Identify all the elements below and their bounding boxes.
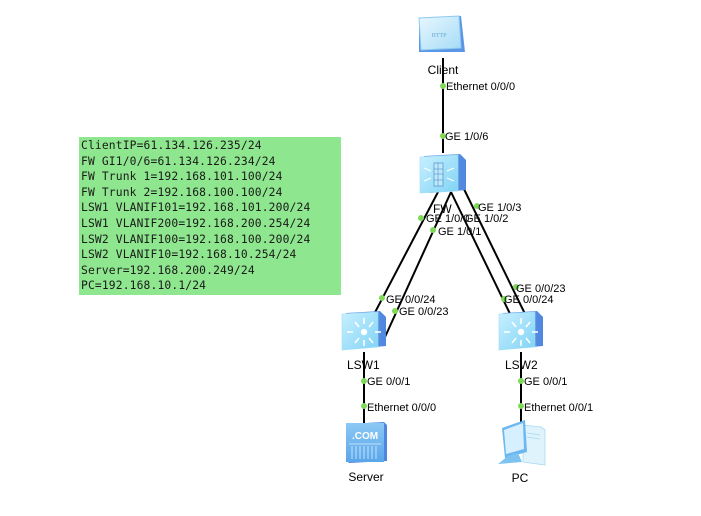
port-fw-ge100[interactable]: GE 1/0/0 <box>418 213 469 225</box>
info-line: LSW2 VLANIF100=192.168.100.200/24 <box>81 232 311 246</box>
lsw1-device[interactable]: LSW1 <box>341 311 386 372</box>
info-line: PC=192.168.10.1/24 <box>81 279 207 293</box>
svg-text:Ethernet 0/0/0: Ethernet 0/0/0 <box>446 81 515 93</box>
pc-device[interactable]: PC <box>498 420 546 485</box>
links <box>363 58 529 426</box>
svg-text:GE 0/0/1: GE 0/0/1 <box>524 376 567 388</box>
info-line: Server=192.168.200.249/24 <box>81 263 255 277</box>
port-server-eth[interactable]: Ethernet 0/0/0 <box>361 402 436 414</box>
info-line: LSW2 VLANIF10=192.168.10.254/24 <box>81 248 297 262</box>
info-line: FW Trunk 2=192.168.100.100/24 <box>81 185 283 199</box>
port-lsw1-ge024[interactable]: GE 0/0/24 <box>379 294 436 306</box>
info-line: ClientIP=61.134.126.235/24 <box>81 139 262 152</box>
firewall-icon <box>419 154 466 194</box>
svg-text:GE 1/0/6: GE 1/0/6 <box>445 131 488 143</box>
port-client-eth[interactable]: Ethernet 0/0/0 <box>440 81 515 93</box>
port-fw-ge106[interactable]: GE 1/0/6 <box>440 131 488 143</box>
link-fw-lsw2-b[interactable] <box>461 184 529 321</box>
port-fw-ge102[interactable]: GE 1/0/2 <box>465 213 508 225</box>
port-lsw2-ge001[interactable]: GE 0/0/1 <box>518 376 567 388</box>
fw-device[interactable]: FW <box>419 154 466 216</box>
port-fw-ge103[interactable]: GE 1/0/3 <box>474 202 521 214</box>
port-lsw2-ge024[interactable]: GE 0/0/24 <box>501 294 554 306</box>
switch-icon <box>341 311 386 351</box>
ip-address-info-box: ClientIP=61.134.126.235/24 FW GI1/0/6=61… <box>79 137 341 295</box>
svg-text:Ethernet 0/0/0: Ethernet 0/0/0 <box>367 402 436 414</box>
svg-text:GE 1/0/2: GE 1/0/2 <box>465 213 508 225</box>
lsw2-device[interactable]: LSW2 <box>498 311 543 372</box>
svg-text:GE 0/0/24: GE 0/0/24 <box>386 294 436 306</box>
svg-text:GE 1/0/0: GE 1/0/0 <box>426 213 469 225</box>
server-label: Server <box>348 470 383 484</box>
port-fw-ge101[interactable]: GE 1/0/1 <box>430 226 481 238</box>
lsw1-label: LSW1 <box>347 358 380 372</box>
lsw2-label: LSW2 <box>505 358 538 372</box>
ports: Ethernet 0/0/0 GE 1/0/6 GE 1/0/0 GE 1/0/… <box>361 81 593 414</box>
port-pc-eth[interactable]: Ethernet 0/0/1 <box>518 402 593 414</box>
switch-icon <box>498 311 543 351</box>
port-lsw1-ge023[interactable]: GE 0/0/23 <box>392 306 449 318</box>
svg-text:GE 0/0/23: GE 0/0/23 <box>399 306 449 318</box>
svg-text:GE 1/0/3: GE 1/0/3 <box>478 202 521 214</box>
svg-text:Ethernet 0/0/1: Ethernet 0/0/1 <box>524 402 593 414</box>
client-device[interactable]: HTTP Client <box>418 15 465 77</box>
svg-text:GE 0/0/23: GE 0/0/23 <box>516 283 566 295</box>
server-icon: .COM <box>346 422 387 463</box>
svg-text:GE 0/0/1: GE 0/0/1 <box>367 376 410 388</box>
server-icon-text: .COM <box>352 431 378 442</box>
http-icon-text: HTTP <box>432 33 448 39</box>
info-line: FW Trunk 1=192.168.101.100/24 <box>81 170 283 184</box>
port-lsw2-ge023[interactable]: GE 0/0/23 <box>513 283 566 295</box>
pc-label: PC <box>512 471 529 485</box>
port-lsw1-ge001[interactable]: GE 0/0/1 <box>361 376 410 388</box>
svg-text:GE 0/0/24: GE 0/0/24 <box>504 294 554 306</box>
info-line: LSW1 VLANIF101=192.168.101.200/24 <box>81 201 311 215</box>
info-line: LSW1 VLANIF200=192.168.200.254/24 <box>81 216 311 230</box>
server-device[interactable]: .COM Server <box>346 422 387 484</box>
client-label: Client <box>428 63 459 77</box>
svg-text:GE 1/0/1: GE 1/0/1 <box>438 226 481 238</box>
http-client-icon: HTTP <box>418 15 465 52</box>
pc-icon <box>498 420 546 466</box>
info-line: FW GI1/0/6=61.134.126.234/24 <box>81 154 276 168</box>
fw-label: FW <box>433 202 452 216</box>
